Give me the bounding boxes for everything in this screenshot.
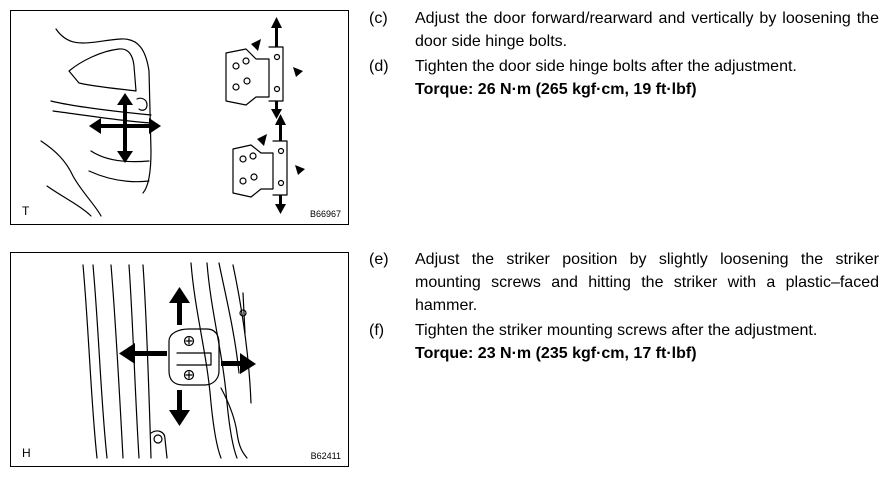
door-adjust-arrows-icon (89, 93, 161, 163)
lower-hinge-arrows-icon (257, 114, 305, 214)
torque-spec-f: Torque: 23 N·m (235 kgf·cm, 17 ft·lbf) (415, 345, 697, 362)
lower-hinge-icon (232, 140, 288, 198)
figure-letter: T (22, 204, 30, 218)
step-mark: (c) (369, 10, 388, 27)
step-text: Tighten the door side hinge bolts after … (415, 58, 797, 75)
step-text: Tighten the striker mounting screws afte… (415, 322, 818, 339)
striker-drawing (82, 262, 256, 459)
step-text: Adjust the door forward/rearward and ver… (415, 10, 879, 50)
step-mark: (d) (369, 58, 389, 75)
door-outline (40, 28, 152, 217)
door-frame-lines (82, 262, 252, 459)
upper-hinge-icon (225, 46, 284, 106)
torque-spec-d: Torque: 26 N·m (265 kgf·cm, 19 ft·lbf) (415, 81, 697, 98)
step-mark: (f) (369, 322, 385, 339)
figure-letter: H (22, 446, 31, 460)
step-mark: (e) (369, 251, 389, 268)
door-hinge-illustration: T B66967 (10, 10, 349, 225)
striker-plate-icon (168, 328, 220, 386)
striker-adjust-arrows-icon (119, 287, 256, 426)
door-hinge-drawing (40, 17, 305, 217)
striker-illustration: H B62411 (10, 252, 349, 467)
figure-code: B66967 (309, 209, 341, 219)
step-text: Adjust the striker position by slightly … (415, 251, 879, 314)
figure-code: B62411 (310, 451, 341, 461)
upper-hinge-arrows-icon (251, 17, 303, 119)
